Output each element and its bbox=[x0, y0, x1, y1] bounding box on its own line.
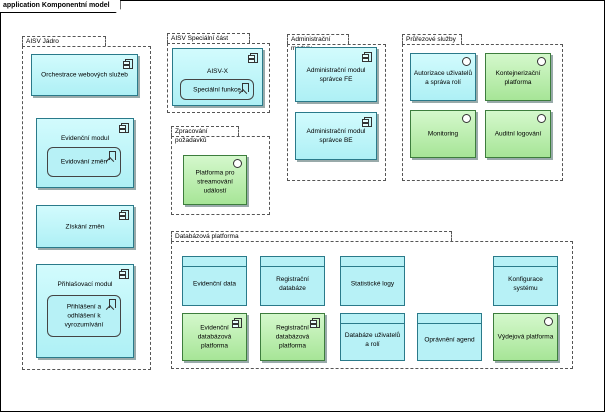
function-label: Evidování změn bbox=[60, 158, 108, 166]
component-label: Auditní logování bbox=[494, 130, 542, 138]
component-label: Získání změn bbox=[65, 223, 105, 230]
component-admin-fe[interactable]: Administrační modul správce FE bbox=[295, 47, 377, 102]
function-icon bbox=[109, 151, 116, 160]
component-label: AISV-X bbox=[207, 68, 228, 75]
component-icon bbox=[119, 210, 129, 220]
function-label: Speciální funkce bbox=[193, 86, 241, 93]
function-evidovani-zmen[interactable]: Evidování změn bbox=[47, 147, 121, 177]
service-icon bbox=[462, 114, 471, 123]
component-icon bbox=[362, 117, 372, 127]
group-label-aisv-specialni: AISV Speciální část bbox=[171, 35, 229, 42]
component-icon bbox=[119, 123, 129, 133]
component-icon bbox=[119, 269, 129, 279]
data-object-label: Evidenční data bbox=[192, 280, 236, 288]
component-platforma-streamovani[interactable]: Platforma pro streamování událostí bbox=[183, 155, 247, 205]
group-databazova[interactable] bbox=[171, 241, 573, 369]
component-label: Přihlašovací modul bbox=[57, 281, 113, 288]
data-object-label: Registrační databáze bbox=[276, 276, 309, 292]
data-object-header bbox=[418, 323, 481, 324]
component-orchestrace[interactable]: Orchestrace webových služeb bbox=[31, 54, 138, 96]
component-autorizace[interactable]: Autorizace uživatelů a správa rolí bbox=[410, 53, 476, 101]
data-object-label: Statistické logy bbox=[350, 280, 395, 288]
group-label-databazova: Databázová platforma bbox=[175, 233, 239, 240]
data-object-evidencni-data[interactable]: Evidenční data bbox=[182, 256, 247, 306]
data-object-konfigurace[interactable]: Konfigurace systému bbox=[493, 256, 558, 306]
component-admin-be[interactable]: Administrační modul správce BE bbox=[295, 112, 377, 160]
data-object-header bbox=[341, 266, 404, 267]
component-label: Administrační modul správce FE bbox=[306, 66, 366, 83]
component-icon bbox=[232, 318, 242, 328]
function-label: Přihlášení a odhlášení k vyrozumívání bbox=[64, 303, 104, 329]
data-object-opravneni-agend[interactable]: Oprávnění agend bbox=[417, 313, 482, 361]
group-label-zpracovani: Zpracování požadavků bbox=[175, 128, 208, 144]
component-icon bbox=[248, 53, 258, 63]
data-object-label: Konfigurace systému bbox=[508, 276, 543, 292]
function-prihlaseni[interactable]: Přihlášení a odhlášení k vyrozumívání bbox=[47, 295, 121, 337]
data-object-label: Databáze uživatelů a rolí bbox=[344, 332, 401, 348]
diagram-title: application Komponentní model bbox=[0, 0, 121, 13]
component-evidencni-modul[interactable]: Evidenční modul Evidování změn bbox=[36, 118, 134, 188]
component-icon bbox=[362, 52, 372, 62]
component-ziskani-zmen[interactable]: Získání změn bbox=[36, 205, 134, 248]
component-label: Autorizace uživatelů a správa rolí bbox=[413, 70, 473, 86]
component-icon bbox=[310, 318, 320, 328]
group-aisv-jadro[interactable] bbox=[22, 46, 151, 370]
group-tab-databazova: Databázová platforma bbox=[171, 231, 452, 241]
data-object-header bbox=[183, 266, 246, 267]
service-icon bbox=[233, 159, 242, 168]
group-tab-aisv-jadro: AISV Jádro bbox=[22, 36, 106, 46]
component-label: Kontejnerizační platforma bbox=[495, 70, 541, 86]
data-object-label: Oprávnění agend bbox=[424, 336, 475, 344]
group-tab-prurezove: Průřezové služby bbox=[402, 34, 462, 44]
component-label: Registrační databázová platforma bbox=[275, 324, 310, 350]
group-label-aisv-jadro: AISV Jádro bbox=[26, 38, 59, 45]
data-object-registracni-databaze[interactable]: Registrační databáze bbox=[260, 256, 325, 306]
group-prurezove[interactable] bbox=[402, 44, 563, 181]
group-tab-zpracovani: Zpracování požadavků bbox=[171, 126, 239, 144]
component-label: Platforma pro streamování událostí bbox=[195, 169, 235, 195]
group-label-prurezove: Průřezové služby bbox=[406, 36, 456, 43]
function-specialni-funkce[interactable]: Speciální funkce bbox=[180, 79, 254, 100]
data-object-statisticke-logy[interactable]: Statistické logy bbox=[340, 256, 405, 306]
component-registracni-db-platforma[interactable]: Registrační databázová platforma bbox=[260, 313, 325, 361]
component-label: Monitoring bbox=[427, 130, 459, 138]
service-icon bbox=[537, 57, 546, 66]
data-object-databaze-uzivatelu[interactable]: Databáze uživatelů a rolí bbox=[340, 313, 405, 361]
data-object-header bbox=[341, 323, 404, 324]
data-object-header bbox=[261, 266, 324, 267]
component-label: Evidenční modul bbox=[60, 135, 110, 142]
group-aisv-specialni[interactable] bbox=[167, 43, 270, 113]
service-icon bbox=[537, 114, 546, 123]
component-evidencni-db-platforma[interactable]: Evidenční databázová platforma bbox=[182, 313, 247, 361]
component-label: Administrační modul správce BE bbox=[306, 128, 366, 144]
component-vydejova[interactable]: Výdejová platforma bbox=[493, 313, 558, 361]
component-label: Evidenční databázová platforma bbox=[197, 324, 232, 350]
component-label: Výdejová platforma bbox=[497, 333, 554, 341]
group-administracni[interactable] bbox=[287, 44, 386, 181]
group-tab-administracni: Administrační moduly bbox=[287, 34, 349, 52]
function-icon bbox=[242, 83, 249, 92]
function-icon bbox=[109, 299, 116, 308]
component-kontejnerizacni[interactable]: Kontejnerizační platforma bbox=[485, 53, 551, 101]
component-label: Orchestrace webových služeb bbox=[41, 71, 128, 79]
service-icon bbox=[544, 317, 553, 326]
component-icon bbox=[123, 59, 133, 69]
data-object-header bbox=[494, 266, 557, 267]
group-tab-aisv-specialni: AISV Speciální část bbox=[167, 33, 250, 43]
service-icon bbox=[462, 57, 471, 66]
component-auditni[interactable]: Auditní logování bbox=[485, 110, 551, 158]
group-zpracovani[interactable] bbox=[171, 136, 270, 215]
component-prihlasovaci-modul[interactable]: Přihlašovací modul Přihlášení a odhlášen… bbox=[36, 264, 134, 358]
component-monitoring[interactable]: Monitoring bbox=[410, 110, 476, 158]
component-aisv-x[interactable]: AISV-X Speciální funkce bbox=[172, 48, 263, 106]
